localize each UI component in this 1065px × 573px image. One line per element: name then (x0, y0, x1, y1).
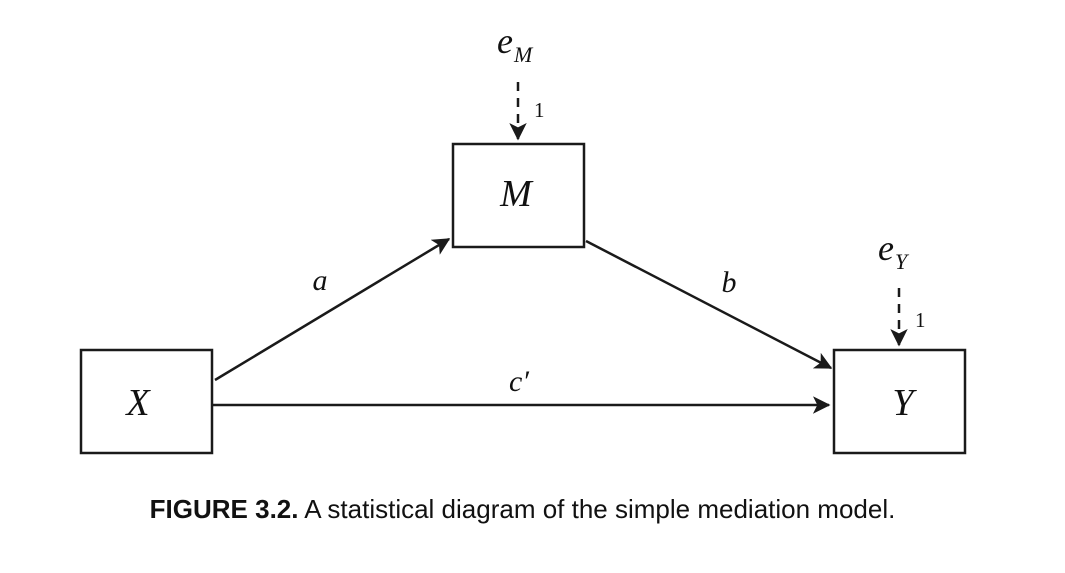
node-y-label: Y (892, 382, 917, 424)
node-x-label: X (124, 382, 151, 424)
error-m-base: e (497, 21, 513, 61)
error-y-sub: Y (895, 249, 910, 274)
figure-caption: FIGURE 3.2. A statistical diagram of the… (0, 494, 1045, 525)
figure-caption-text: A statistical diagram of the simple medi… (304, 494, 896, 524)
figure-caption-label: FIGURE 3.2. (149, 494, 299, 524)
error-y-loading: 1 (915, 308, 926, 332)
error-m-loading: 1 (534, 98, 545, 122)
error-m-sub: M (513, 42, 534, 67)
path-c-prime-label: c′ (509, 365, 529, 398)
error-m-term: eM (497, 21, 534, 67)
path-b-label: b (722, 266, 737, 299)
path-b-arrow (585, 239, 833, 370)
error-y-base: e (878, 228, 894, 268)
node-m-box (451, 142, 586, 249)
path-a-label: a (313, 264, 328, 297)
node-m-label: M (499, 173, 534, 215)
error-y-term: eY (878, 228, 910, 274)
node-y-box (832, 348, 967, 455)
node-x-box (79, 348, 214, 455)
path-a-arrow (214, 237, 451, 382)
